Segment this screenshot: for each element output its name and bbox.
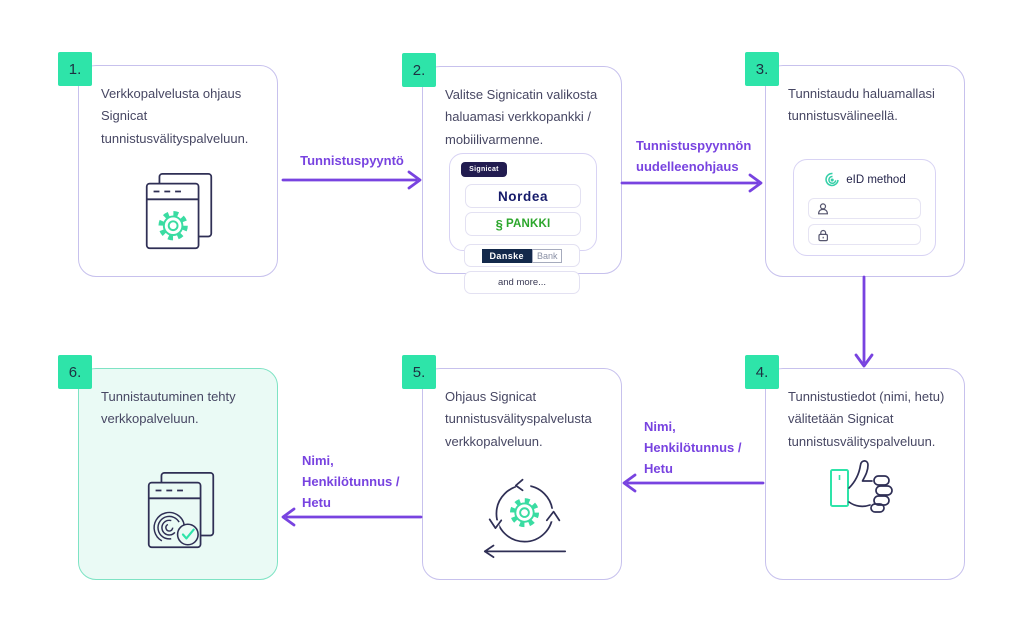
- danske-bank-button: Danske Bank: [464, 244, 580, 267]
- step-box-6: 6. Tunnistautuminen tehty verkkopalveluu…: [58, 355, 278, 580]
- step-number-badge: 1.: [58, 52, 92, 86]
- step-box-4: 4. Tunnistustiedot (nimi, hetu) välitetä…: [745, 355, 965, 580]
- step-box-2: 2. Valitse Signicatin valikosta haluamas…: [402, 53, 622, 294]
- step-box-5: 5. Ohjaus Signicat tunnistusvälityspalve…: [402, 355, 622, 580]
- step-description: Tunnistaudu haluamallasi tunnistusväline…: [788, 86, 935, 124]
- password-field: [808, 224, 921, 245]
- eid-method-label: eID method: [846, 173, 906, 186]
- lock-icon: [818, 229, 828, 241]
- user-icon: [817, 202, 829, 214]
- arrow-left-5-6: [281, 507, 423, 527]
- step-description: Verkkopalvelusta ohjaus Signicat tunnist…: [101, 86, 249, 146]
- step-box-1: 1. Verkkopalvelusta ohjaus Signicat tunn…: [58, 52, 278, 277]
- sync-gear-icon: [479, 469, 571, 563]
- eid-login-card: eID method: [793, 159, 936, 256]
- step-number-badge: 2.: [402, 53, 436, 87]
- username-field: [808, 198, 921, 219]
- fingerprint-check-icon: [137, 469, 225, 555]
- eid-spiral-icon: [825, 172, 840, 187]
- step-number-badge: 4.: [745, 355, 779, 389]
- nordea-logo: Nordea: [497, 188, 549, 204]
- step-description: Valitse Signicatin valikosta haluamasi v…: [445, 87, 598, 147]
- arrow-down-3-4: [854, 275, 874, 368]
- arrow-label-nimi-hetu-1: Nimi, Henkilötunnus / Hetu: [644, 419, 742, 476]
- s-pankki-bank-button: § PANKKI: [465, 212, 581, 236]
- step-description: Tunnistautuminen tehty verkkopalveluun.: [101, 389, 236, 427]
- nordea-bank-button: Nordea: [465, 184, 581, 208]
- bank-selector-card: Signicat Nordea § PANKKI: [449, 153, 597, 251]
- arrow-label-tunnistuspyynto: Tunnistuspyyntö: [300, 153, 404, 168]
- step-number-badge: 6.: [58, 355, 92, 389]
- s-pankki-icon: §: [495, 216, 503, 232]
- arrow-right-2-3: [620, 173, 763, 193]
- step-number-badge: 5.: [402, 355, 436, 389]
- step-description: Tunnistustiedot (nimi, hetu) välitetään …: [788, 389, 945, 449]
- signicat-logo: Signicat: [461, 162, 507, 177]
- danske-bank-label: Bank: [531, 248, 563, 263]
- thumbs-up-icon: [828, 453, 908, 517]
- arrow-label-uudelleenohjaus: Tunnistuspyynnön uudelleenohjaus: [636, 138, 752, 174]
- step-box-3: 3. Tunnistaudu haluamallasi tunnistusväl…: [745, 52, 965, 277]
- step-description: Ohjaus Signicat tunnistusvälityspalvelus…: [445, 389, 592, 449]
- danske-logo: Danske: [481, 248, 532, 263]
- s-pankki-logo: PANKKI: [506, 218, 551, 230]
- arrow-left-4-5: [622, 473, 765, 493]
- arrow-right-1-2: [281, 170, 422, 190]
- browser-gear-icon: [135, 170, 223, 256]
- step-number-badge: 3.: [745, 52, 779, 86]
- more-banks-button: and more...: [464, 271, 580, 294]
- arrow-label-nimi-hetu-2: Nimi, Henkilötunnus / Hetu: [302, 453, 400, 510]
